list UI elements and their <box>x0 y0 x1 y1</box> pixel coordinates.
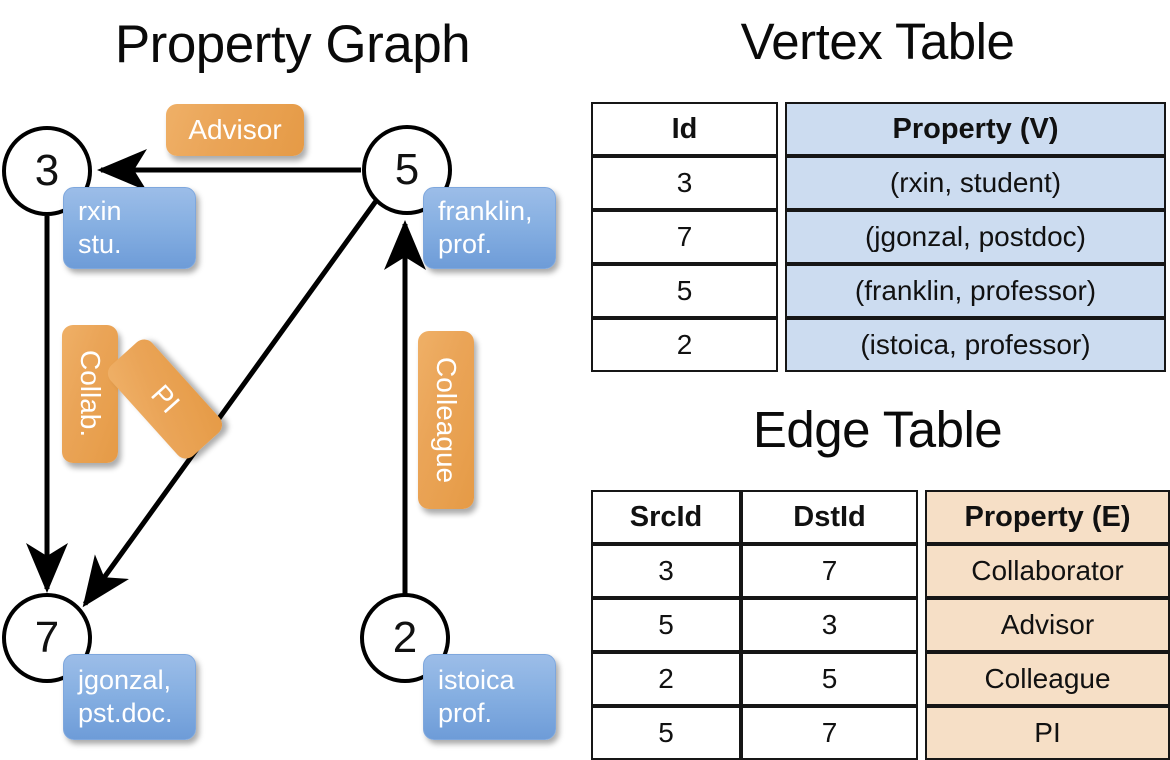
edge-label-advisor[interactable]: Advisor <box>166 104 304 156</box>
vertex-cell-id: 2 <box>591 318 778 372</box>
edge-cell-property: Advisor <box>925 598 1170 652</box>
column-gap <box>918 598 925 652</box>
edge-cell-property: PI <box>925 706 1170 760</box>
vertex-property-box-7[interactable]: jgonzal, pst.doc. <box>63 654 196 740</box>
vertex-table: Id Property (V) 3 (rxin, student) 7 (jgo… <box>591 102 1166 372</box>
edge-label-text: Collab. <box>75 350 106 438</box>
vertex-property-box-5[interactable]: franklin, prof. <box>423 187 556 269</box>
vertex-cell-id: 3 <box>591 156 778 210</box>
edge-label-collab[interactable]: Collab. <box>62 325 118 463</box>
vertex-cell-property: (jgonzal, postdoc) <box>785 210 1166 264</box>
graph-edge-lines <box>25 148 427 608</box>
edge-cell-dstid: 3 <box>741 598 918 652</box>
page-title-property-graph: Property Graph <box>114 15 471 74</box>
edge-cell-dstid: 7 <box>741 544 918 598</box>
edge-cell-property: Colleague <box>925 652 1170 706</box>
column-gap <box>778 318 785 372</box>
column-gap <box>918 706 925 760</box>
edge-label-text: Advisor <box>188 114 282 145</box>
edge-header-property: Property (E) <box>925 490 1170 544</box>
edge-label-text: PI <box>144 378 186 419</box>
table-row: 5 3 Advisor <box>591 598 1170 652</box>
edge-cell-srcid: 5 <box>591 706 741 760</box>
table-row: 3 7 Collaborator <box>591 544 1170 598</box>
vertex-cell-property: (istoica, professor) <box>785 318 1166 372</box>
vertex-header-id: Id <box>591 102 778 156</box>
edge-cell-dstid: 5 <box>741 652 918 706</box>
node-label: 7 <box>34 613 60 662</box>
column-gap <box>918 652 925 706</box>
vertex-cell-id: 7 <box>591 210 778 264</box>
node-label: 3 <box>34 146 60 195</box>
vertex-name: istoica <box>438 665 515 696</box>
table-row: 3 (rxin, student) <box>591 156 1166 210</box>
graph-node-2[interactable]: 2 <box>360 593 450 683</box>
vertex-name: rxin <box>78 196 122 227</box>
edge-cell-dstid: 7 <box>741 706 918 760</box>
vertex-cell-property: (franklin, professor) <box>785 264 1166 318</box>
vertex-role: stu. <box>78 229 122 259</box>
column-gap <box>778 210 785 264</box>
vertex-role: prof. <box>438 229 493 259</box>
edge-label-text: Colleague <box>431 356 462 484</box>
property-graph-diagram: 3 5 7 2 rxin stu. franklin, prof. jgonza… <box>2 104 556 740</box>
vertex-name: franklin, <box>438 196 533 227</box>
edge-cell-srcid: 3 <box>591 544 741 598</box>
node-label: 2 <box>392 613 418 662</box>
column-gap <box>778 102 785 156</box>
vertex-property-box-2[interactable]: istoica prof. <box>423 654 556 740</box>
column-gap <box>778 156 785 210</box>
vertex-property-box-3[interactable]: rxin stu. <box>63 187 196 269</box>
edge-cell-srcid: 2 <box>591 652 741 706</box>
table-header-row: SrcId DstId Property (E) <box>591 490 1170 544</box>
column-gap <box>918 544 925 598</box>
edge-cell-srcid: 5 <box>591 598 741 652</box>
vertex-cell-property: (rxin, student) <box>785 156 1166 210</box>
vertex-role: pst.doc. <box>78 698 173 728</box>
page-title-edge-table: Edge Table <box>752 401 1003 458</box>
table-header-row: Id Property (V) <box>591 102 1166 156</box>
edge-5-to-7 <box>82 199 379 608</box>
table-row: 2 (istoica, professor) <box>591 318 1166 372</box>
edge-label-colleague[interactable]: Colleague <box>418 331 474 509</box>
edge-cell-property: Collaborator <box>925 544 1170 598</box>
table-row: 2 5 Colleague <box>591 652 1170 706</box>
edge-header-srcid: SrcId <box>591 490 741 544</box>
vertex-role: prof. <box>438 698 493 728</box>
vertex-name: jgonzal, <box>78 665 172 696</box>
table-row: 7 (jgonzal, postdoc) <box>591 210 1166 264</box>
table-row: 5 7 PI <box>591 706 1170 760</box>
graph-node-5[interactable]: 5 <box>362 125 452 215</box>
column-gap <box>918 490 925 544</box>
column-gap <box>778 264 785 318</box>
table-row: 5 (franklin, professor) <box>591 264 1166 318</box>
page-title-vertex-table: Vertex Table <box>740 13 1015 70</box>
vertex-header-property: Property (V) <box>785 102 1166 156</box>
vertex-cell-id: 5 <box>591 264 778 318</box>
node-label: 5 <box>394 145 420 194</box>
edge-table: SrcId DstId Property (E) 3 7 Collaborato… <box>591 490 1170 760</box>
edge-header-dstid: DstId <box>741 490 918 544</box>
